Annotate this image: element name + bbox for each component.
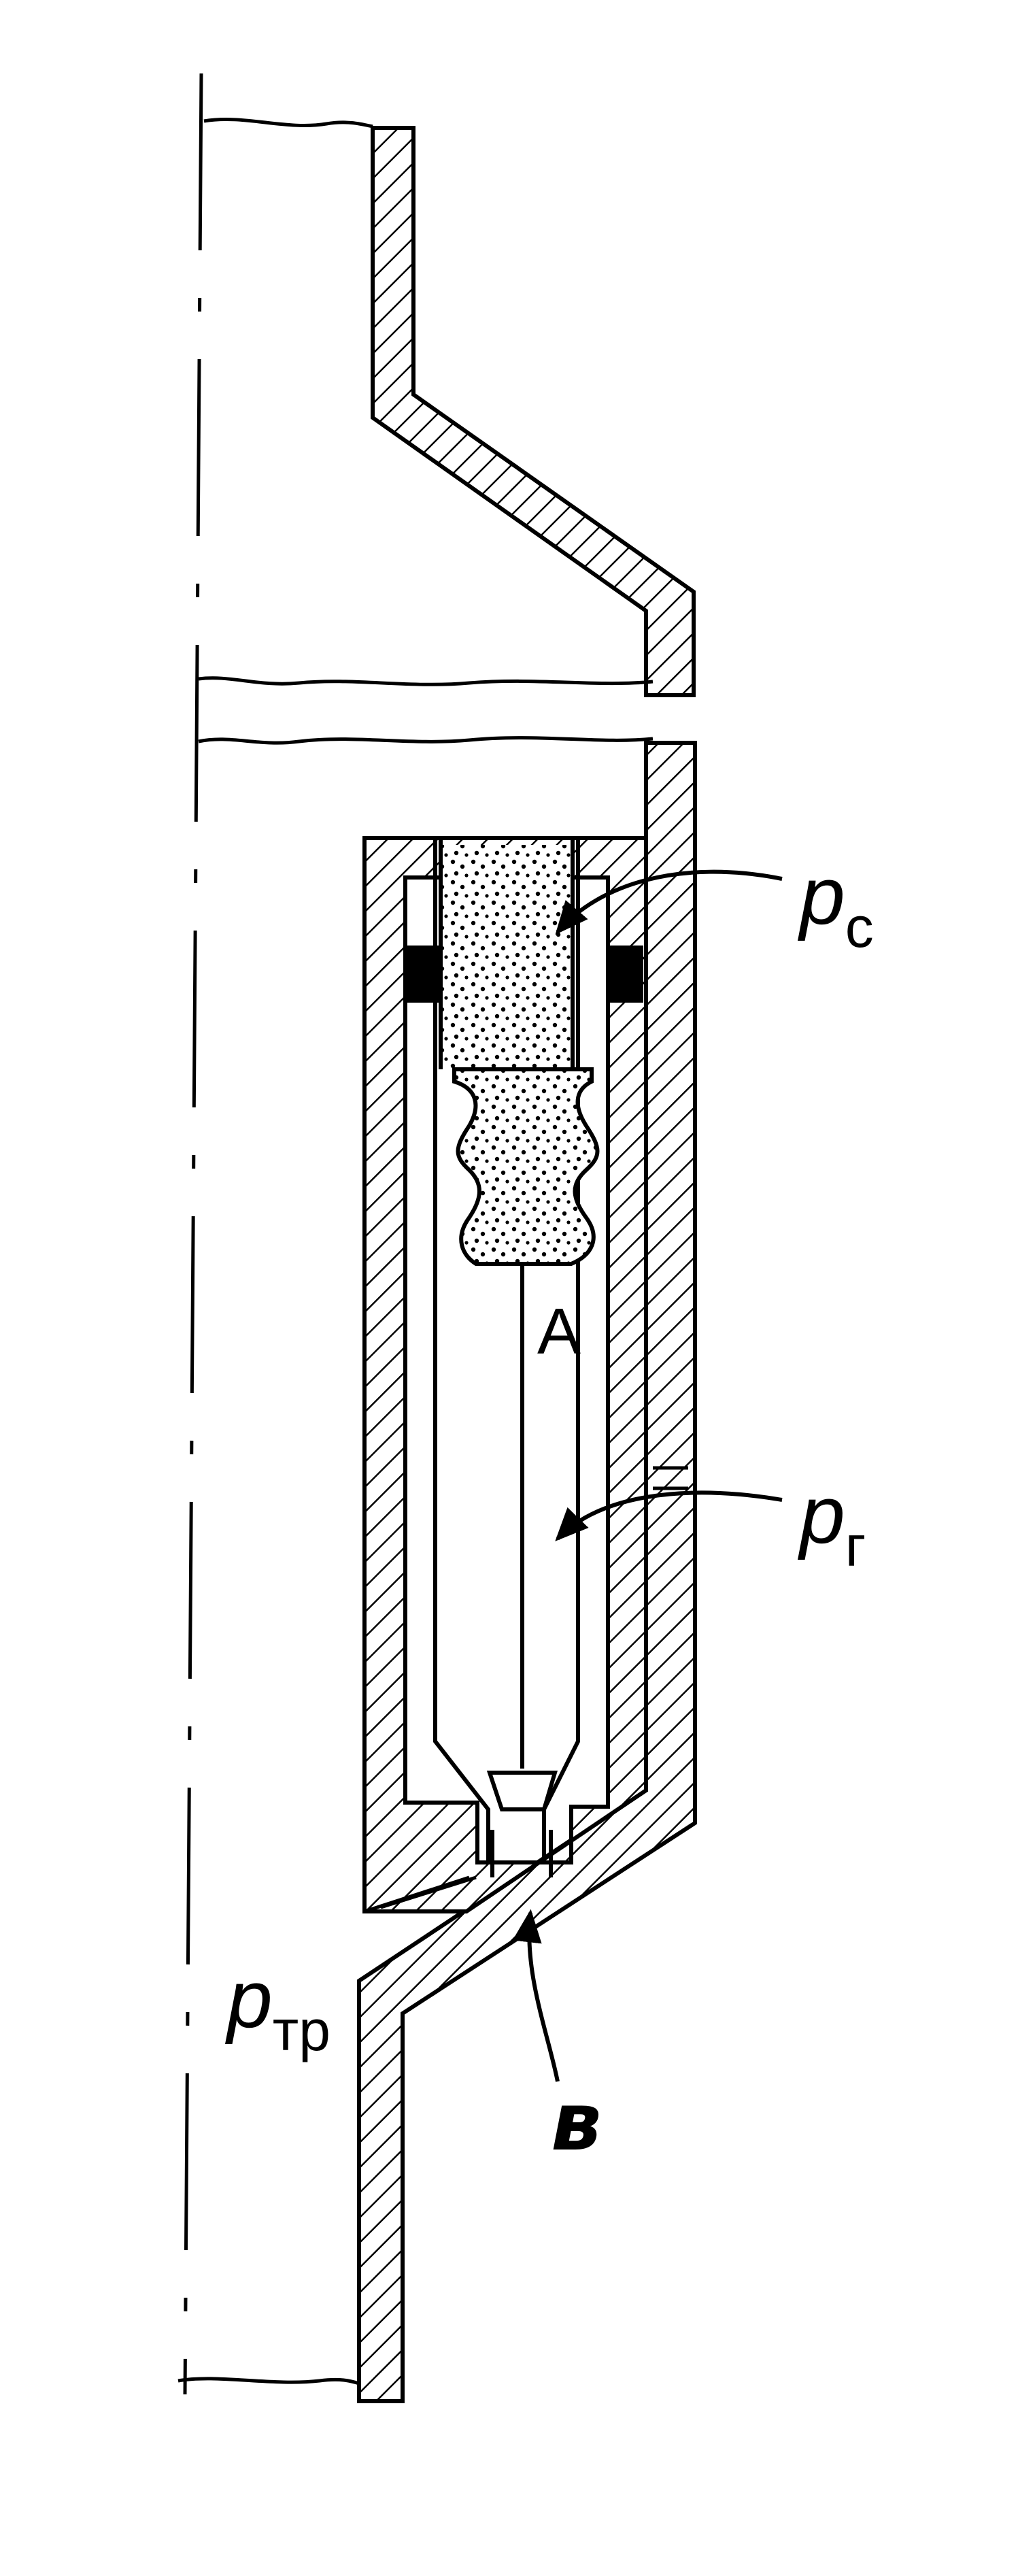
dome-charge-upper bbox=[442, 845, 571, 1068]
label-ptr: pтр bbox=[225, 1954, 330, 2062]
upper-break-line bbox=[203, 118, 373, 129]
middle-break-lower bbox=[198, 736, 654, 745]
valve-housing bbox=[362, 836, 648, 1913]
upper-mandrel-wall bbox=[371, 126, 696, 697]
label-chamber-a: A bbox=[537, 1295, 581, 1368]
tubing-centerline bbox=[183, 73, 203, 2395]
label-pg: pг bbox=[798, 1469, 866, 1578]
bottom-break-line bbox=[177, 2377, 360, 2386]
label-pc: pс bbox=[798, 850, 874, 959]
seal-left bbox=[405, 946, 441, 1003]
valve-seat bbox=[486, 1771, 558, 1811]
arrow-pg bbox=[555, 1490, 783, 1541]
bellows bbox=[452, 1067, 600, 1266]
arrow-port bbox=[512, 1909, 560, 2082]
seal-right bbox=[608, 946, 643, 1003]
arrow-pc bbox=[555, 869, 783, 935]
valve-inner-body bbox=[433, 838, 580, 1864]
label-port-b: в bbox=[551, 2075, 602, 2169]
housing-base-lines bbox=[364, 1875, 477, 1913]
middle-break-upper bbox=[198, 676, 654, 686]
